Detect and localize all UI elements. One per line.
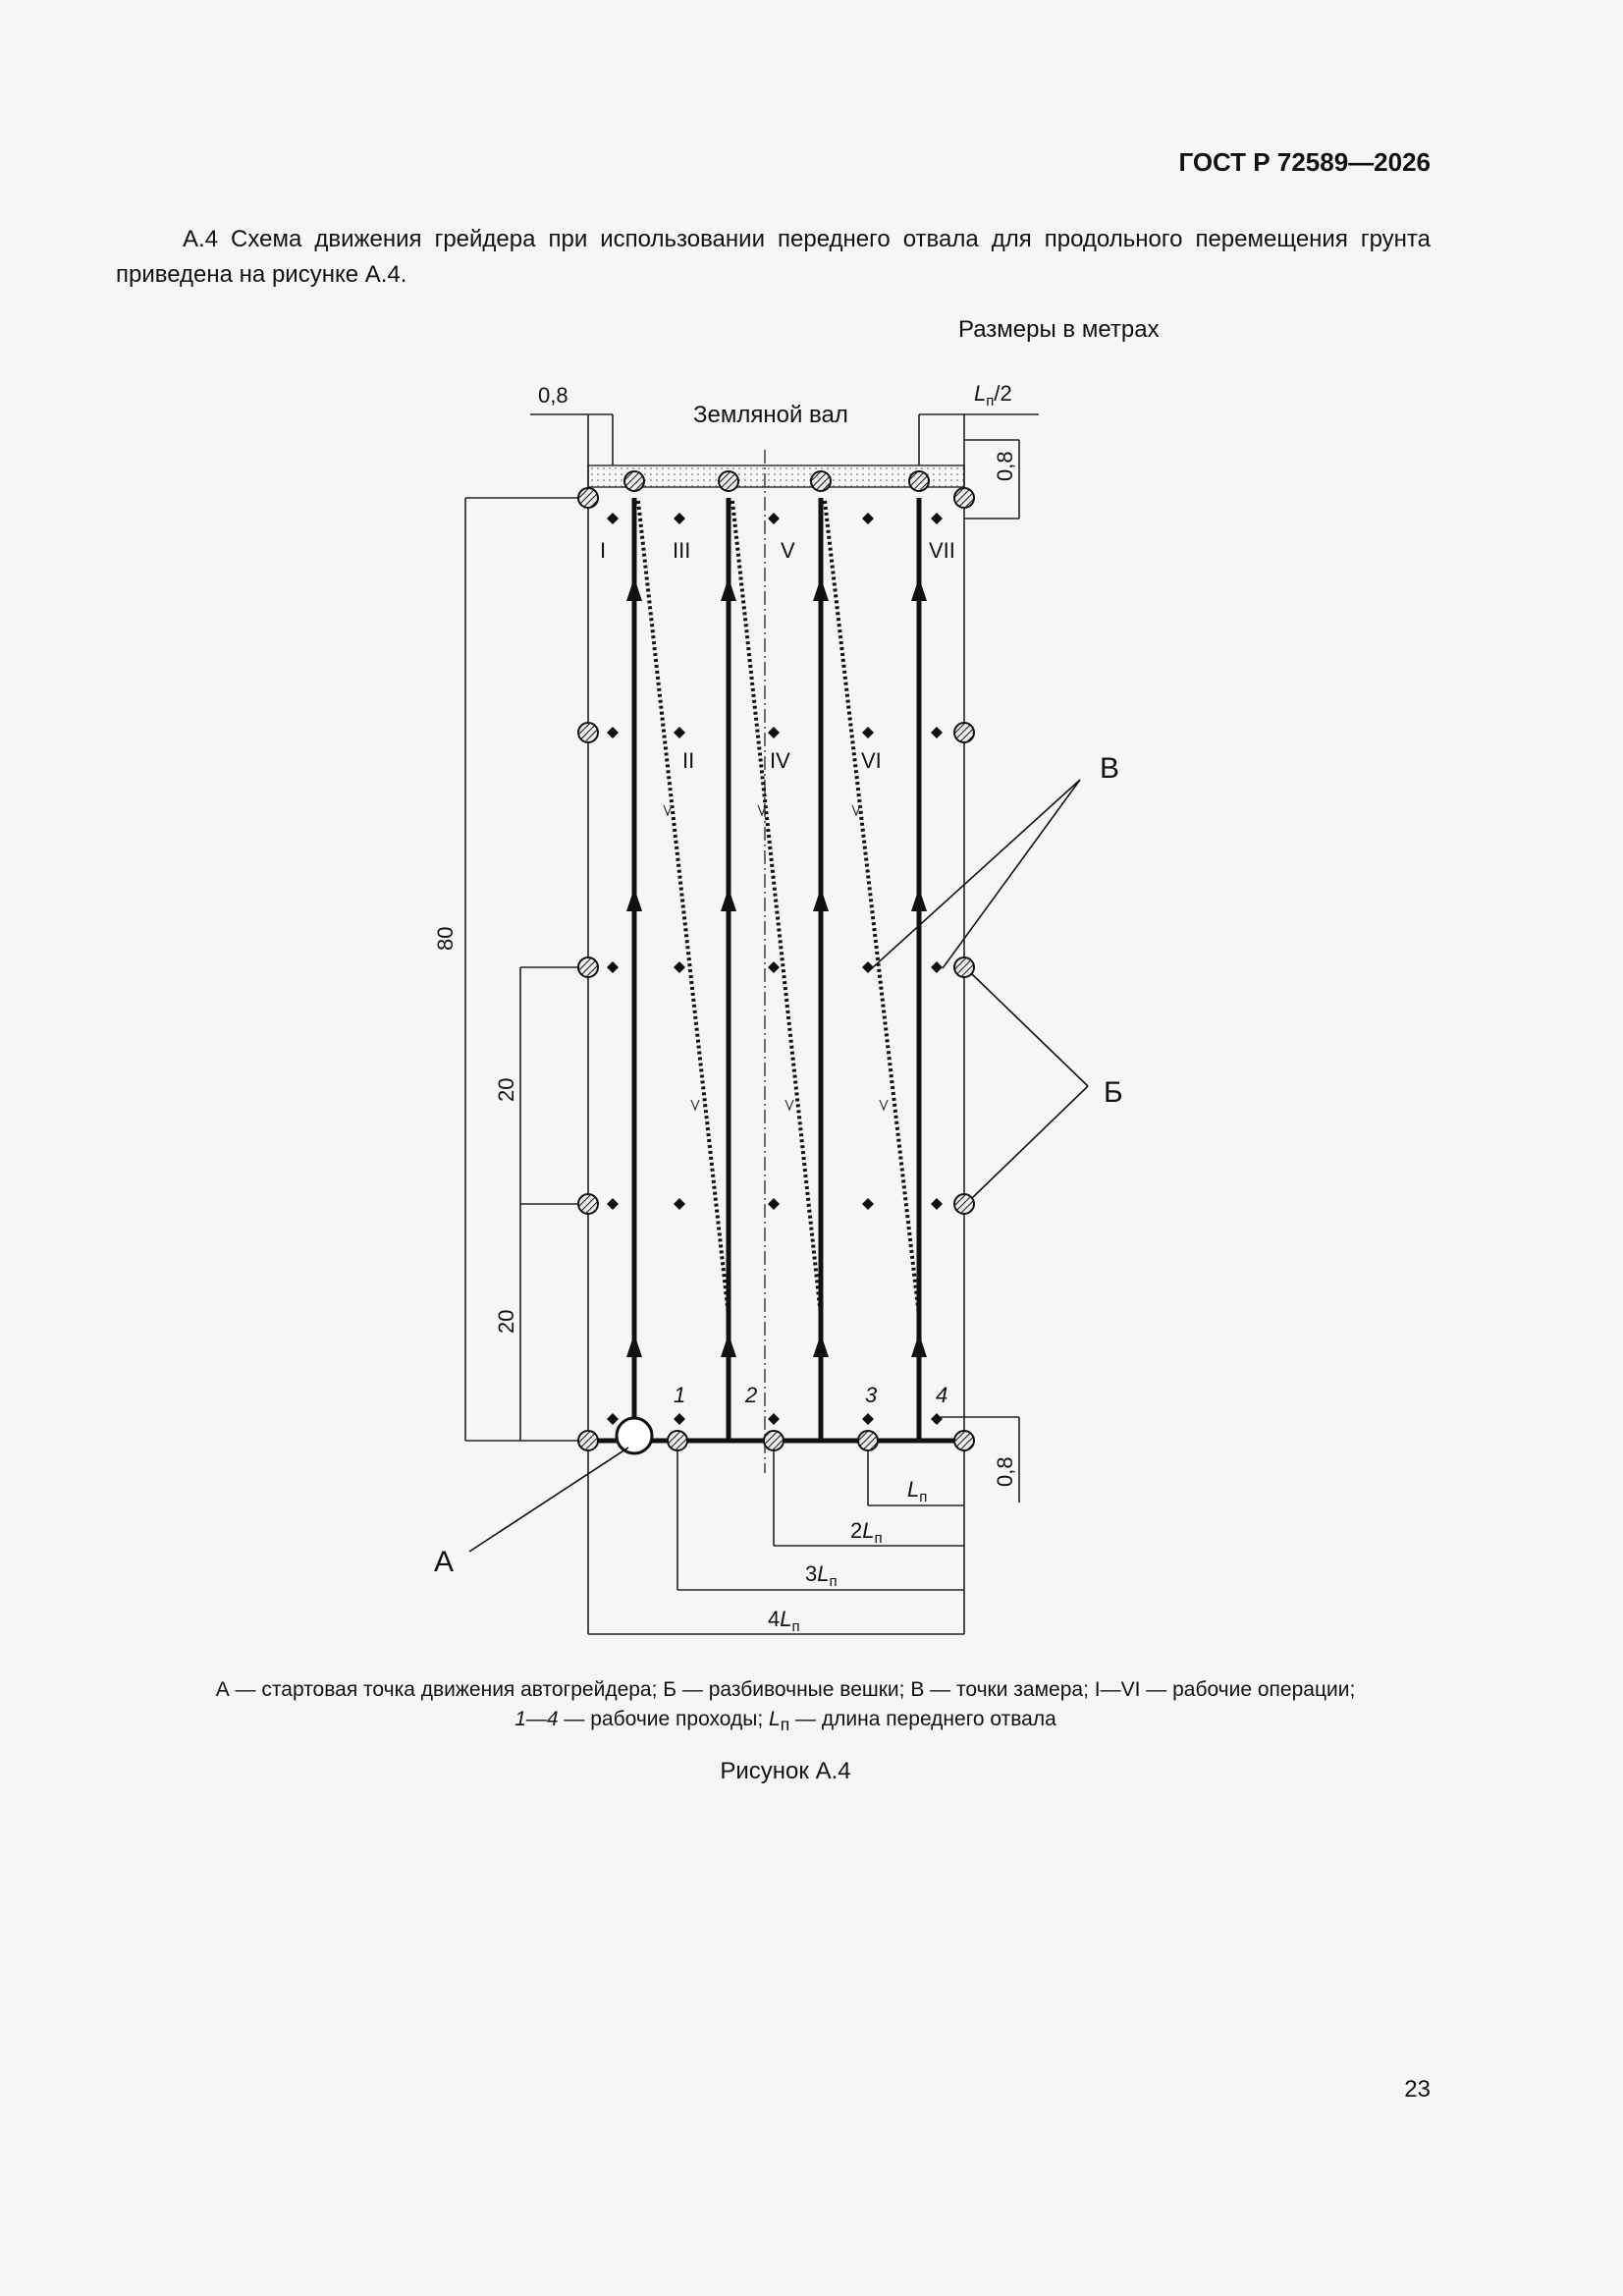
- return-arrows: [663, 804, 889, 1112]
- figure-caption: А — стартовая точка движения автогрейдер…: [98, 1675, 1473, 1739]
- label-stakes: Б: [1104, 1076, 1123, 1109]
- operation-label: I: [600, 538, 606, 563]
- dim-top-right: Lп/2: [974, 381, 1012, 410]
- dim-total: 80: [433, 927, 458, 951]
- operation-label: II: [682, 748, 694, 773]
- document-code: ГОСТ Р 72589—2026: [1178, 147, 1431, 177]
- operation-label: V: [781, 538, 795, 563]
- bottom-dim-label: 4Lп: [768, 1607, 800, 1635]
- operation-label: III: [673, 538, 690, 563]
- grader-scheme-figure: Земляной вал 0,8 Lп/2 0,8 0,8 80 20 20 I…: [433, 381, 1123, 1635]
- stakes: [577, 470, 975, 1451]
- units-note: Размеры в метрах: [958, 316, 1160, 343]
- figure-title: Рисунок А.4: [720, 1758, 851, 1784]
- bottom-dim-label: 3Lп: [805, 1561, 838, 1590]
- pass-number: 2: [744, 1383, 757, 1407]
- dim-segment-2: 20: [494, 1310, 518, 1334]
- operation-label: VI: [861, 748, 882, 773]
- working-passes: [631, 498, 922, 1441]
- return-paths: [636, 500, 921, 1317]
- dim-segment-1: 20: [494, 1078, 518, 1102]
- page-number: 23: [1404, 2076, 1431, 2103]
- caption-line-1: А — стартовая точка движения автогрейдер…: [215, 1678, 1356, 1701]
- pass-number: 3: [865, 1383, 878, 1407]
- start-point: [615, 1416, 654, 1455]
- pass-number: 4: [936, 1383, 947, 1407]
- operation-label: IV: [770, 748, 790, 773]
- bottom-dim-label: 2Lп: [850, 1518, 883, 1547]
- dim-right-top: 0,8: [993, 451, 1017, 481]
- label-measurement-points: В: [1100, 752, 1119, 785]
- dim-top-left: 0,8: [538, 383, 568, 408]
- dim-right-bottom: 0,8: [993, 1456, 1017, 1487]
- outline-lines: [464, 413, 1039, 1635]
- section-paragraph: А.4 Схема движения грейдера при использо…: [116, 226, 1431, 288]
- pass-number: 1: [674, 1383, 685, 1407]
- label-start-point: А: [434, 1546, 454, 1578]
- pass-arrows: [626, 577, 927, 1357]
- measurement-points: [607, 513, 943, 1425]
- caption-line-2: 1—4 — рабочие проходы; Lп — длина передн…: [514, 1708, 1056, 1735]
- operation-label: VII: [929, 538, 955, 563]
- leader-lines: [468, 779, 1089, 1553]
- earth-bank-label: Земляной вал: [693, 402, 848, 428]
- bottom-dim-label: Lп: [907, 1477, 927, 1505]
